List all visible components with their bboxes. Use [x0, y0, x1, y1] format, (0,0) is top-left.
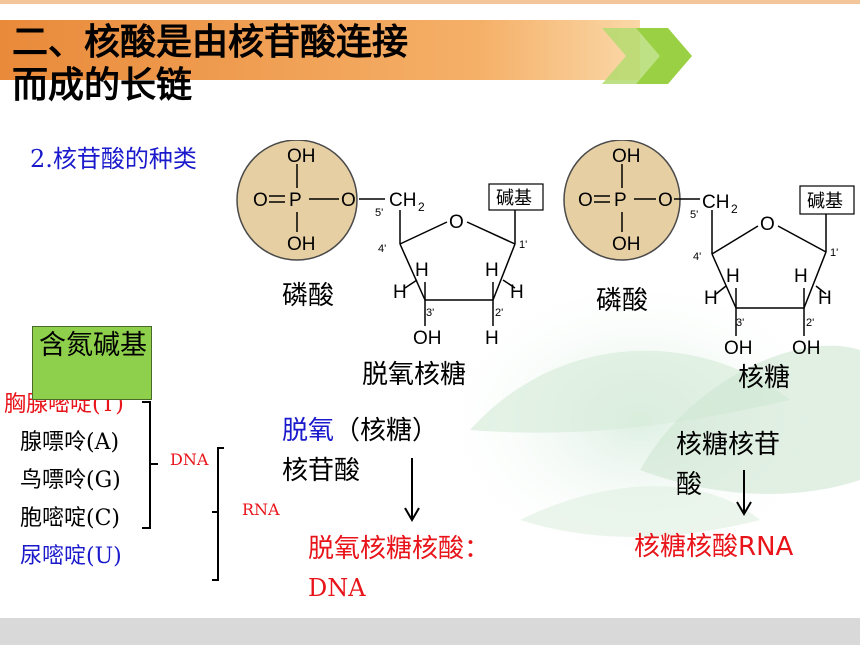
oxygen-double: O: [253, 190, 268, 211]
ester-oxygen: O: [658, 190, 673, 211]
oh-3: OH: [724, 338, 753, 359]
phosphate-label: 磷酸: [282, 281, 335, 311]
grouping-brackets: [142, 401, 224, 581]
ribonucleotide-structure: OH P O OH O 5' CH 2 O 碱基 4' 1' 3' 2' H H…: [563, 140, 855, 359]
h-1b: H: [818, 288, 832, 309]
carbon-1: 1': [519, 239, 527, 251]
ribose-label: 核糖: [738, 363, 791, 393]
deoxy-prefix: 脱氧: [282, 416, 335, 446]
carbon-3: 3': [426, 307, 434, 319]
ribonucleotide-line1: 核糖核苷: [676, 430, 781, 460]
h-1b: H: [510, 282, 524, 303]
deoxyribonucleotide-structure: OH P O OH O 5' CH 2 O 碱基 4' 1' 3' 2' H H…: [236, 140, 544, 349]
carbon-3: 3': [736, 317, 744, 329]
subtitle: 2.核苷酸的种类: [30, 145, 197, 173]
h-1: H: [485, 260, 499, 281]
ch2-subscript: 2: [418, 200, 425, 214]
carbon-4: 4': [693, 251, 701, 263]
base-adenine: 腺嘌呤(A): [20, 430, 120, 455]
ribose-paren: （核糖）: [334, 416, 439, 446]
ch2-group: CH: [702, 192, 729, 213]
ch2-group: CH: [389, 190, 416, 211]
ring-oxygen: O: [449, 212, 464, 233]
oh-bottom: OH: [612, 234, 641, 255]
deoxy-nucleotide-line1: 脱氧（核糖）: [282, 418, 438, 444]
carbon-1: 1': [830, 247, 838, 259]
h-4b: H: [704, 288, 718, 309]
h-4b: H: [393, 282, 407, 303]
h-1: H: [794, 266, 808, 287]
phosphate-circle: [236, 140, 358, 261]
base-label: 碱基: [807, 191, 843, 212]
base-box: [799, 185, 855, 215]
ring-oxygen: O: [760, 214, 775, 235]
dna-label: DNA: [170, 450, 209, 469]
base-box: [488, 183, 544, 211]
carbon-2: 2': [806, 317, 814, 329]
slide-title-line2: 而成的长链: [12, 65, 193, 106]
base-uracil: 尿嘧啶(U): [20, 544, 122, 569]
phosphorus: P: [289, 190, 302, 211]
oh-top: OH: [612, 146, 641, 167]
oh-2: OH: [792, 338, 821, 359]
phosphate-circle: [563, 140, 681, 261]
carbon-2: 2': [495, 307, 503, 319]
carbon-5: 5': [690, 209, 698, 221]
oh-top: OH: [287, 146, 316, 167]
phosphate-label-right: 磷酸: [596, 286, 649, 316]
carbon-4: 4': [378, 243, 386, 255]
arrow-down-icon: [404, 458, 420, 522]
base-guanine: 鸟嘌呤(G): [20, 468, 121, 493]
oh-3: OH: [413, 328, 442, 349]
slide-title-line1: 二、核酸是由核苷酸连接: [12, 22, 409, 63]
base-label: 碱基: [496, 188, 532, 209]
arrow-down-icon: [736, 470, 752, 516]
phosphorus: P: [614, 190, 627, 211]
carbon-5: 5': [375, 207, 383, 219]
h-4: H: [415, 260, 429, 281]
h-4: H: [726, 266, 740, 287]
h-2: H: [485, 328, 499, 349]
deoxy-nucleotide-line2: 核苷酸: [282, 456, 361, 486]
oh-bottom: OH: [287, 234, 316, 255]
ch2-subscript: 2: [731, 202, 738, 216]
oxygen-double: O: [578, 190, 593, 211]
deoxyribose-label: 脱氧核糖: [362, 360, 467, 390]
dna-result-line1: 脱氧核糖核酸：: [308, 534, 491, 564]
rna-result: 核糖核酸RNA: [634, 532, 794, 562]
rna-label: RNA: [242, 500, 280, 519]
ester-oxygen: O: [341, 190, 356, 211]
base-cytosine: 胞嘧啶(C): [20, 506, 120, 531]
nitrogenous-base-box: 含氮碱基: [32, 326, 152, 400]
dna-result-line2: DNA: [308, 574, 366, 602]
ribonucleotide-line2: 酸: [676, 470, 703, 500]
